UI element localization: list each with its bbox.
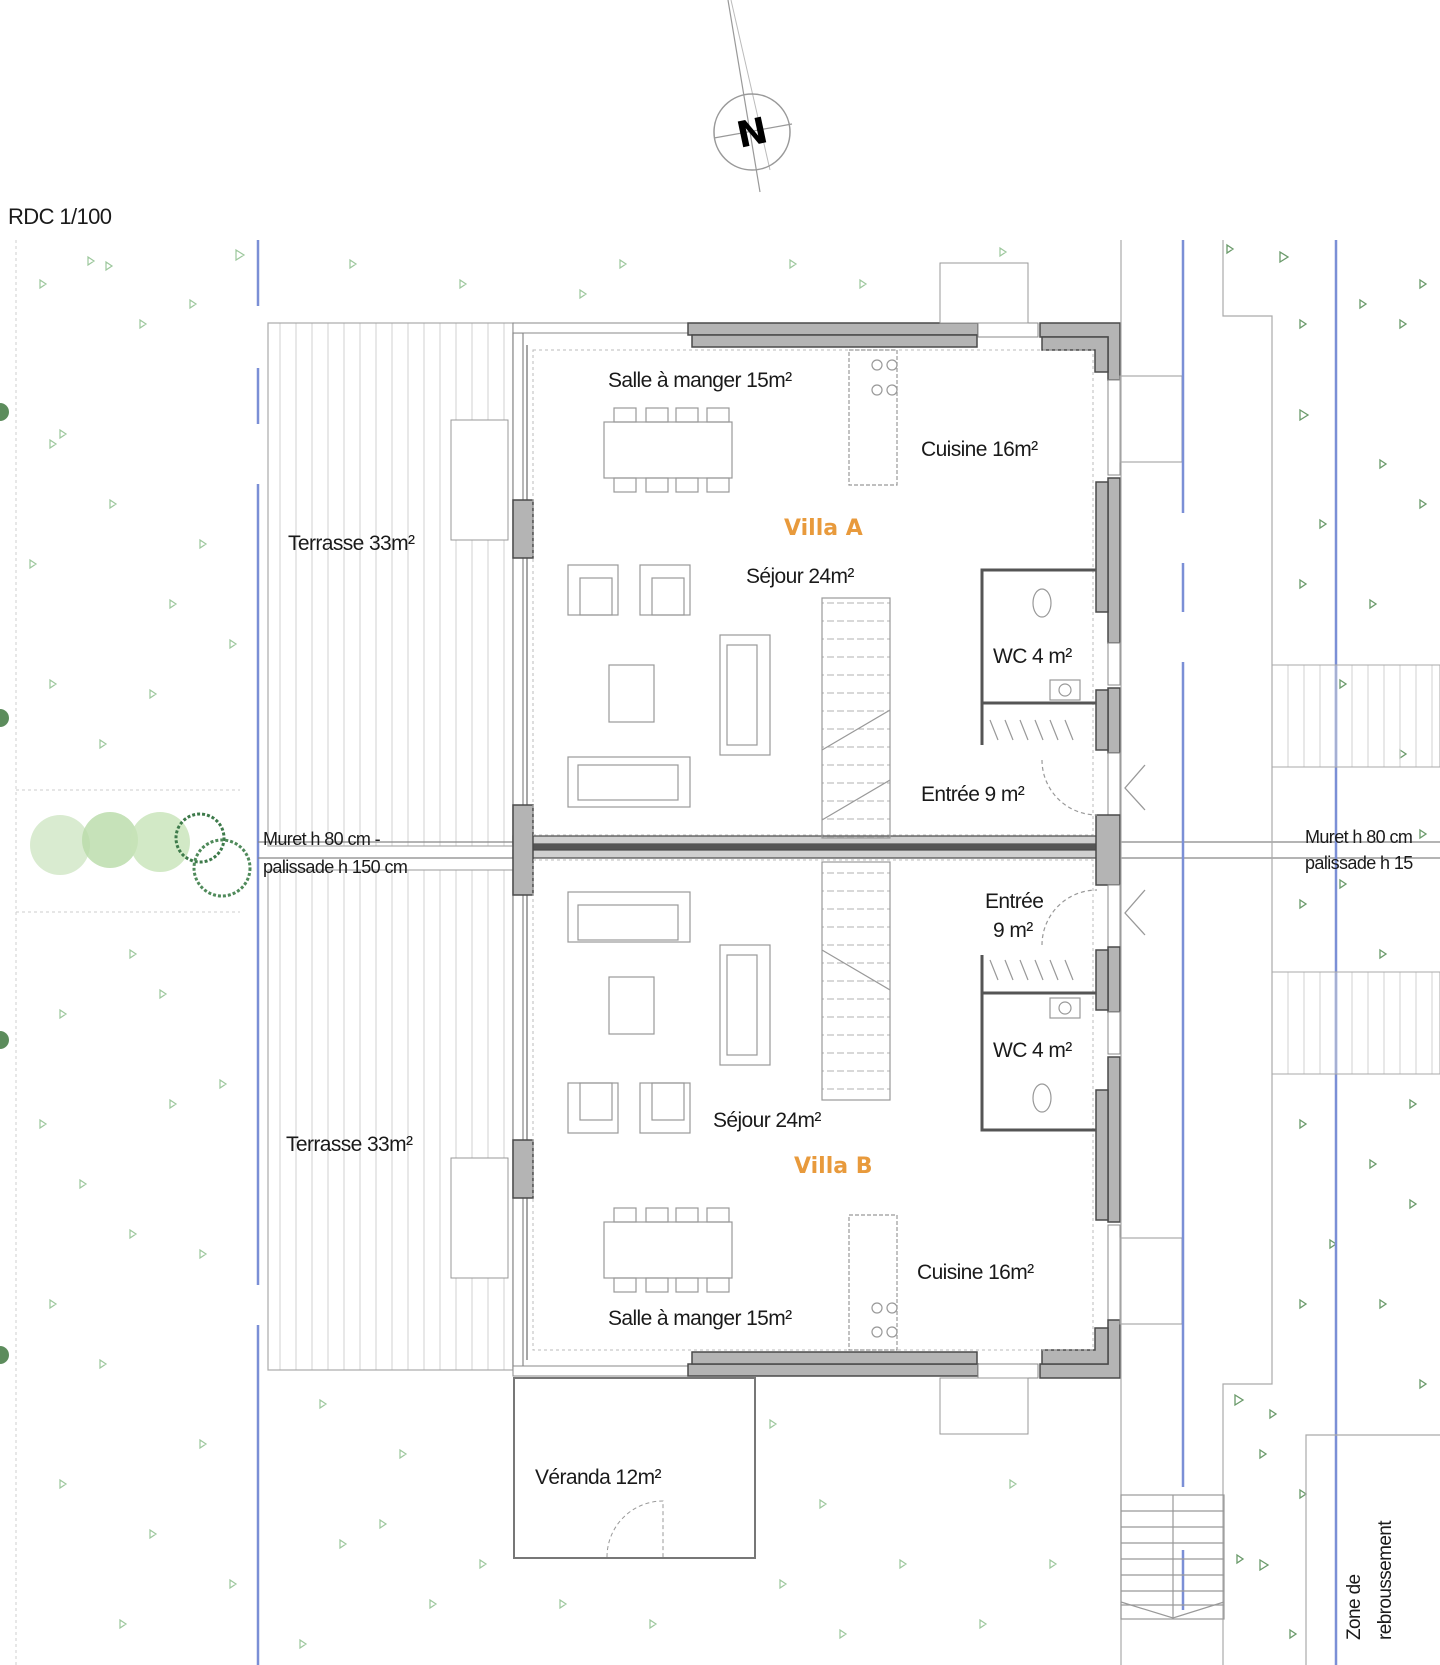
wall-note-right-2: palissade h 15 [1305, 853, 1413, 873]
room-label-veranda: Véranda 12m² [535, 1466, 661, 1489]
vegetation-texture [29, 246, 1058, 1650]
veranda [513, 1377, 756, 1559]
room-label-wc-b: WC 4 m² [993, 1039, 1072, 1062]
wall-note-left-1: Muret h 80 cm - [263, 829, 381, 849]
furniture-villa-b [567, 861, 898, 1351]
terrace-a [267, 322, 514, 847]
hedge-icon [0, 403, 9, 1364]
room-label-entry-b-1: Entrée [985, 890, 1044, 913]
room-label-entry-a: Entrée 9 m² [921, 783, 1025, 806]
room-label-kitchen-a: Cuisine 16m² [921, 438, 1038, 461]
wc-block [980, 568, 1096, 1132]
terrace-b [267, 869, 514, 1371]
room-label-dining-b: Salle à manger 15m² [608, 1307, 792, 1330]
furniture-villa-a [567, 349, 898, 839]
wall-note-right-1: Muret h 80 cm [1305, 827, 1413, 847]
tree-row-icon [16, 789, 252, 913]
room-label-terrace-b: Terrasse 33m² [286, 1133, 413, 1156]
turnaround-label-2: rebroussement [1375, 1521, 1396, 1640]
room-label-wc-a: WC 4 m² [993, 645, 1072, 668]
svg-text:N: N [733, 110, 771, 156]
plan-title: RDC 1/100 [8, 204, 112, 229]
vegetation-texture-right [1226, 243, 1428, 1640]
turnaround-label-1: Zone de [1344, 1574, 1365, 1640]
room-label-terrace-a: Terrasse 33m² [288, 532, 415, 555]
entry-marker-icon [1124, 889, 1146, 936]
villa-a-label: Villa A [784, 516, 863, 541]
entry-marker-icon [1124, 764, 1146, 811]
room-label-entry-b-2: 9 m² [993, 919, 1033, 942]
room-label-kitchen-b: Cuisine 16m² [917, 1261, 1034, 1284]
room-label-dining-a: Salle à manger 15m² [608, 369, 792, 392]
room-label-living-b: Séjour 24m² [713, 1109, 821, 1132]
wall-note-left-2: palissade h 150 cm [263, 857, 408, 877]
villa-b-label: Villa B [794, 1154, 873, 1179]
north-arrow-icon: N [713, 0, 793, 193]
room-label-living-a: Séjour 24m² [746, 565, 854, 588]
